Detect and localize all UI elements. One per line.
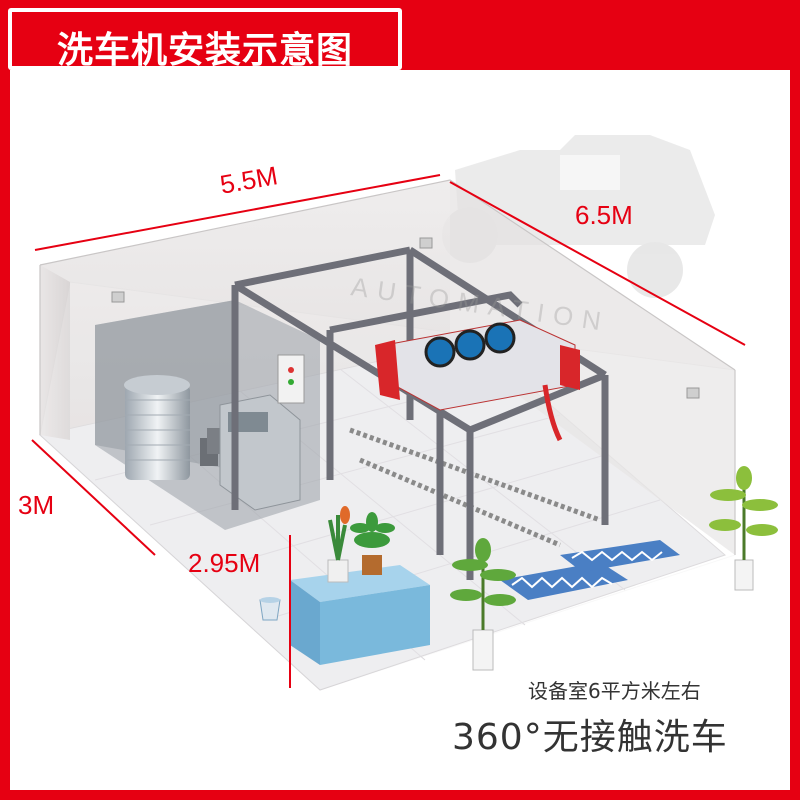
floor-mats xyxy=(500,540,680,600)
wall-sensors xyxy=(111,237,700,399)
equipment-room-note: 设备室6平方米左右 xyxy=(528,679,701,703)
plant-medium xyxy=(350,512,395,575)
control-box xyxy=(277,354,305,404)
bucket xyxy=(259,597,281,621)
dimension-height: 3M xyxy=(18,490,55,520)
water-box xyxy=(290,565,430,665)
plant-small xyxy=(327,506,350,583)
water-tank xyxy=(124,375,190,480)
dimension-lines xyxy=(31,174,746,688)
dimension-clearance: 2.95M xyxy=(188,548,261,578)
page-title: 洗车机安装示意图 xyxy=(56,30,353,71)
plant-tall-right xyxy=(709,466,778,591)
title-banner-fill: 洗车机安装示意图 xyxy=(12,12,398,71)
title-banner: 洗车机安装示意图 xyxy=(8,8,402,71)
slogan: 360°无接触洗车 xyxy=(452,717,728,758)
left-wall xyxy=(40,265,70,440)
chemical-barrels xyxy=(200,428,223,466)
wash-arch xyxy=(326,291,580,555)
dimension-width: 6.5M xyxy=(575,200,633,230)
drain-grates xyxy=(349,427,601,548)
plant-tall-center xyxy=(450,538,516,671)
